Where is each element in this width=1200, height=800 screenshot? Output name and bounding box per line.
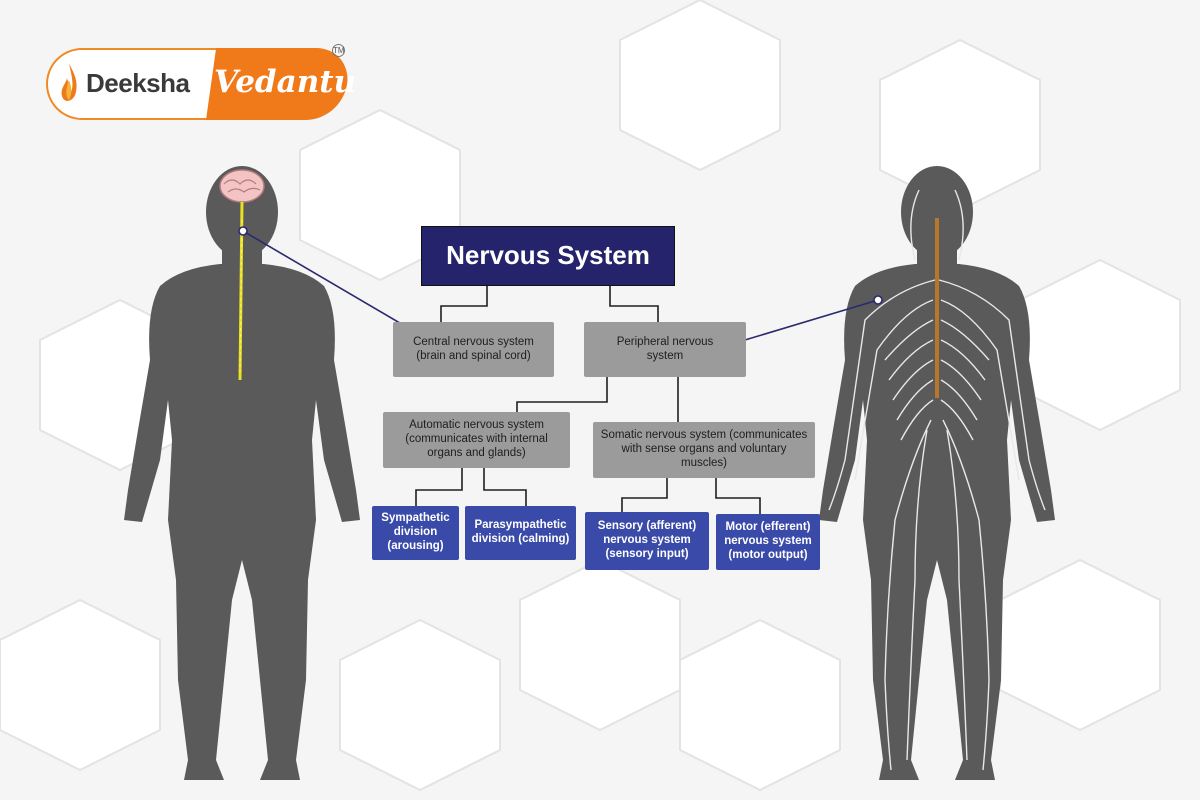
central-nervous-system-box: Central nervous system (brain and spinal… <box>393 322 554 377</box>
logo-brand-left: Deeksha <box>86 68 190 98</box>
sensory-nervous-system-box: Sensory (afferent) nervous system (senso… <box>585 512 709 570</box>
brand-logo: Deeksha Vedantu TM <box>46 44 356 120</box>
logo-brand-right: Vedantu <box>214 64 357 100</box>
trademark-mark: TM <box>332 44 345 57</box>
peripheral-nervous-system-box: Peripheral nervous system <box>584 322 746 377</box>
diagram-title: Nervous System <box>421 226 675 286</box>
brain-icon <box>219 169 265 203</box>
sympathetic-division-box: Sympathetic division (arousing) <box>372 506 459 560</box>
parasympathetic-division-box: Parasympathetic division (calming) <box>465 506 576 560</box>
somatic-nervous-system-box: Somatic nervous system (communicates wit… <box>593 422 815 478</box>
human-figure-pns <box>819 166 1055 780</box>
flame-icon <box>61 64 77 101</box>
human-figure-cns <box>124 166 360 780</box>
motor-nervous-system-box: Motor (efferent) nervous system (motor o… <box>716 514 820 570</box>
automatic-nervous-system-box: Automatic nervous system (communicates w… <box>383 412 570 468</box>
